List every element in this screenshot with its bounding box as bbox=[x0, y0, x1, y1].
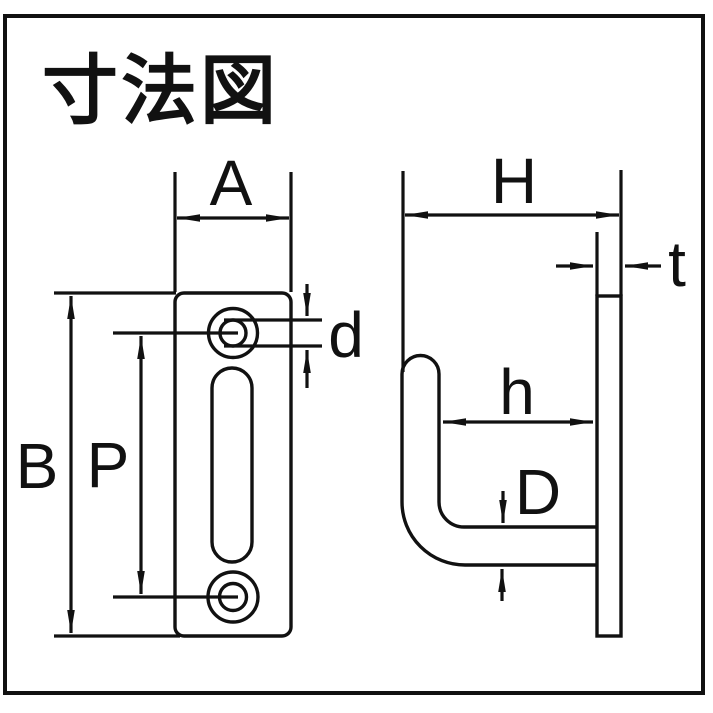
plate-outline bbox=[173, 291, 293, 638]
dim-plate-height: B bbox=[16, 291, 180, 638]
dim-h-cap-label: H bbox=[491, 145, 537, 217]
dim-b-label: B bbox=[16, 430, 59, 502]
dim-big-d-label: D bbox=[515, 456, 561, 528]
dim-a-label: A bbox=[210, 147, 253, 219]
front-view: A B P d bbox=[16, 147, 364, 638]
dim-p-label: P bbox=[87, 429, 130, 501]
side-plate-outline bbox=[595, 294, 623, 638]
drawing-border bbox=[3, 14, 705, 695]
diagram-title: 寸法図 bbox=[42, 49, 279, 134]
side-view: H t h D bbox=[400, 145, 686, 638]
dim-hole-diameter: d bbox=[224, 284, 364, 388]
dim-d-label: d bbox=[328, 299, 364, 371]
dim-bar-diameter: D bbox=[498, 456, 561, 601]
dim-hole-pitch: P bbox=[87, 336, 145, 594]
dim-hook-opening: h bbox=[443, 356, 593, 428]
dim-overall-depth: H bbox=[401, 145, 623, 372]
slot-cutout bbox=[210, 366, 254, 564]
dim-t-label: t bbox=[668, 228, 686, 300]
dim-plate-width: A bbox=[173, 147, 293, 292]
dim-h-label: h bbox=[499, 356, 535, 428]
dim-plate-thickness: t bbox=[556, 228, 686, 300]
